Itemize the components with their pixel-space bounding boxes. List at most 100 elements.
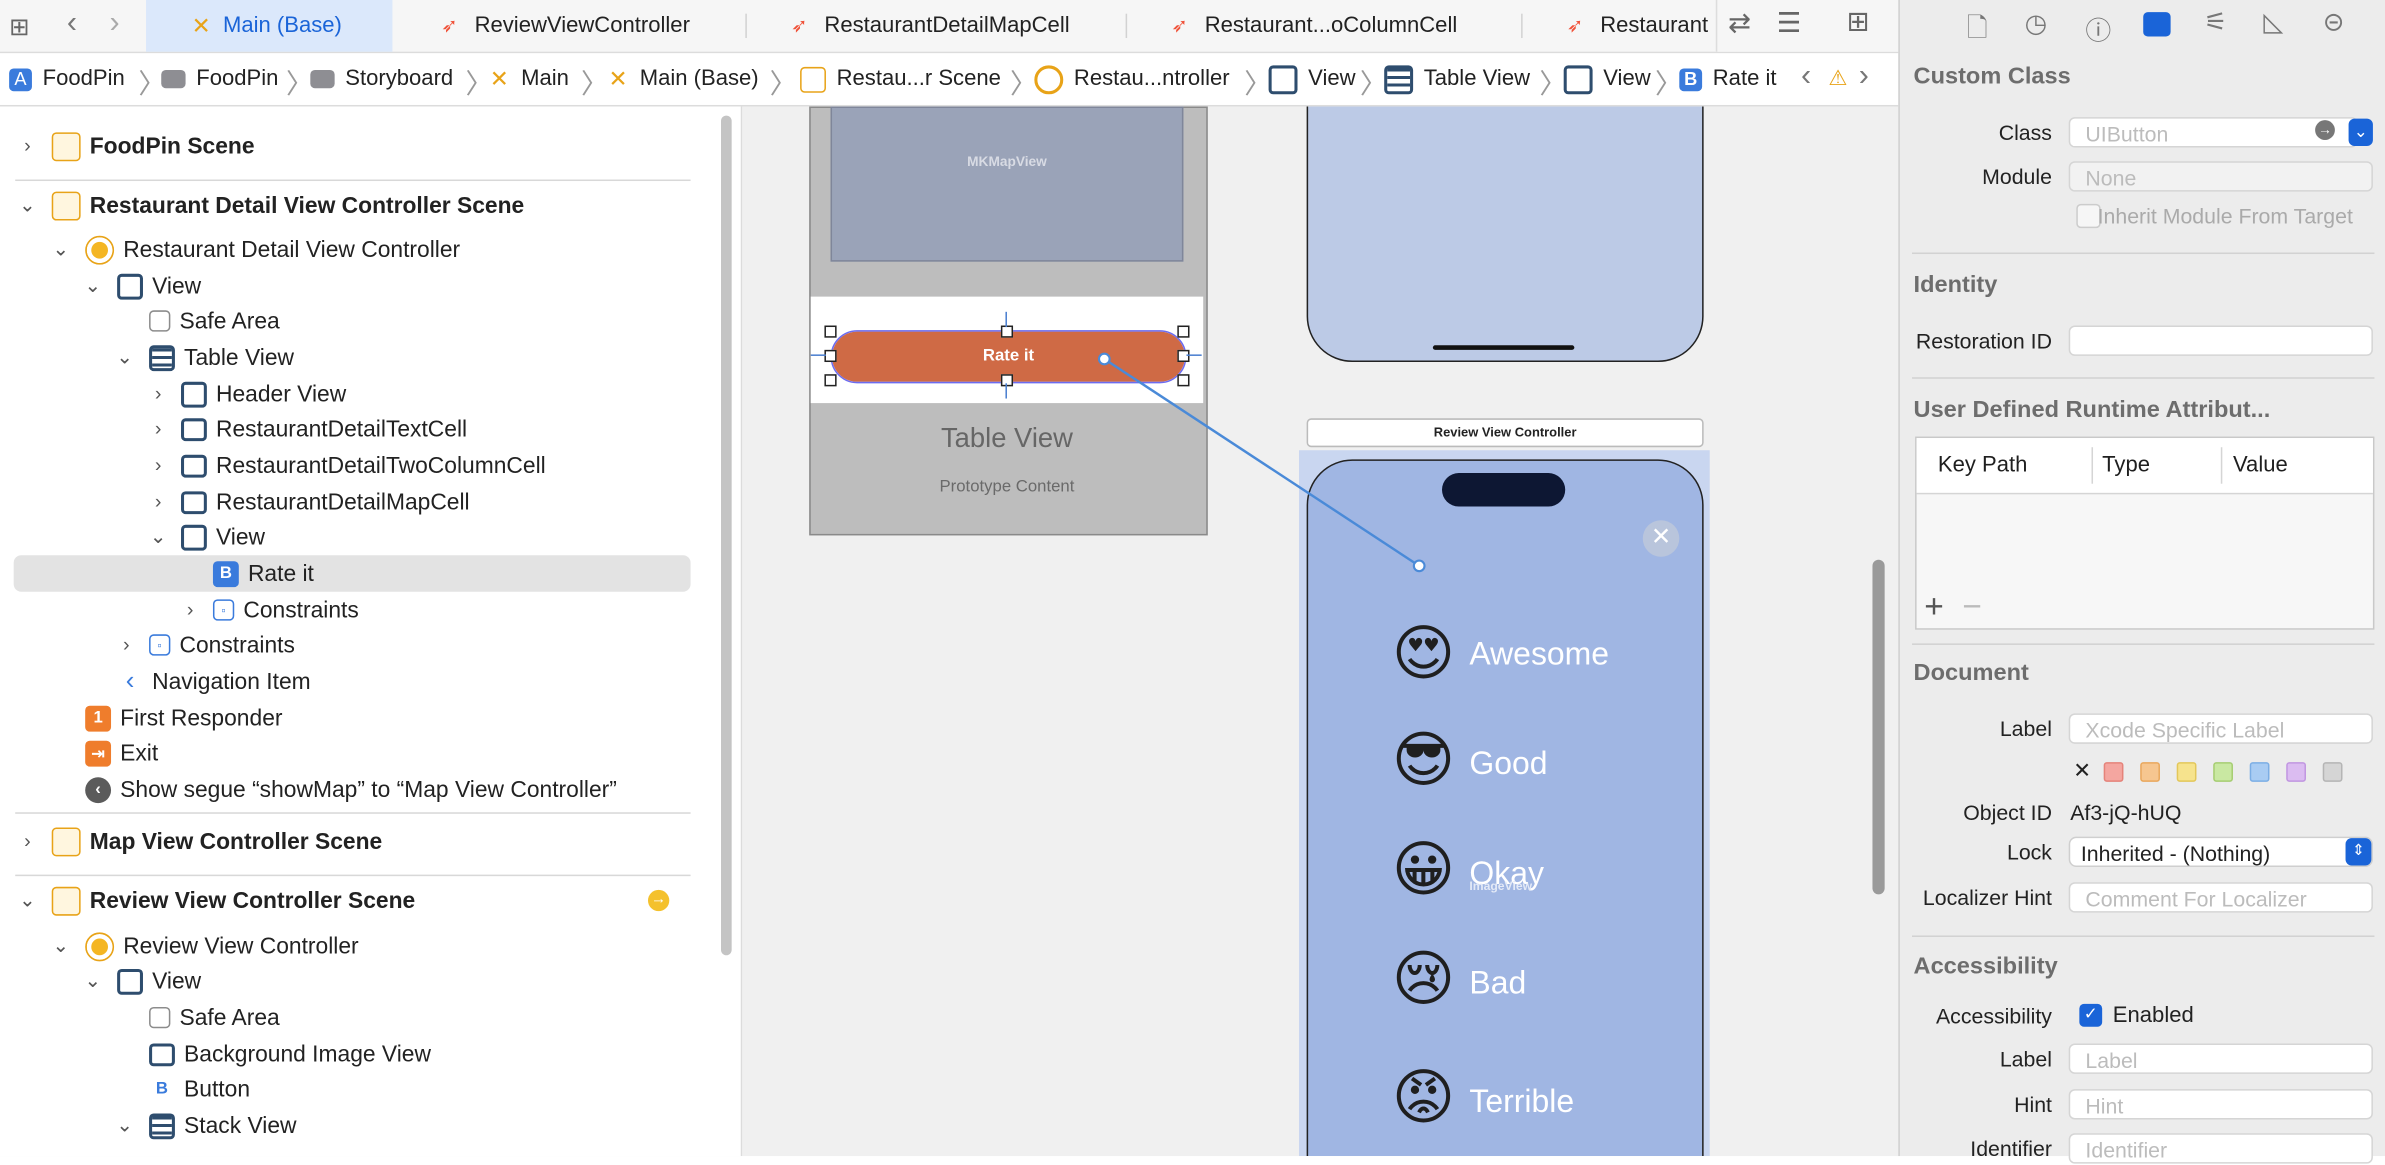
purple-swatch[interactable] xyxy=(2286,762,2306,782)
breadcrumb-item-main-base[interactable]: ✕Main (Base) xyxy=(608,66,759,93)
inherit-module-label: Inherit Module From Target xyxy=(2097,203,2353,229)
outline-constraints[interactable]: ▫Constraints xyxy=(212,592,359,629)
breadcrumb-item-storyboard-folder[interactable]: Storyboard xyxy=(310,53,453,105)
scene-exit-badge-icon[interactable]: → xyxy=(647,889,670,912)
yellow-swatch[interactable] xyxy=(2176,762,2197,782)
outline-view-2[interactable]: View xyxy=(181,519,265,556)
outline-foodpin-scene[interactable]: FoodPin Scene xyxy=(51,128,255,165)
outline-safe-area[interactable]: Safe Area xyxy=(149,303,280,340)
accessibility-enabled-checkbox[interactable]: ✓ xyxy=(2079,1003,2103,1027)
okay-emoji-icon[interactable]: 😀 xyxy=(1391,836,1456,904)
outline-two-column-cell[interactable]: RestaurantDetailTwoColumnCell xyxy=(181,447,546,484)
back-icon[interactable]: ‹ xyxy=(66,6,78,40)
gray-swatch[interactable] xyxy=(2322,762,2343,782)
outline-view[interactable]: View xyxy=(117,268,201,305)
outline-stack-view[interactable]: Stack View xyxy=(149,1107,297,1144)
size-inspector-icon[interactable]: ◺ xyxy=(2263,7,2284,37)
tab-review-view-controller[interactable]: ➶ReviewViewController xyxy=(441,13,690,39)
outline-segue[interactable]: ‹Show segue “showMap” to “Map View Contr… xyxy=(85,771,617,808)
tab-restaurant-two-column-cell[interactable]: ➶Restaurant...oColumnCell xyxy=(1171,13,1458,39)
chevron-down-icon[interactable]: ⌄ xyxy=(2348,118,2373,147)
outline-review-scene[interactable]: Review View Controller Scene xyxy=(51,882,415,919)
outline-scrollbar[interactable] xyxy=(721,115,732,956)
outline-background-image-view[interactable]: Background Image View xyxy=(149,1036,431,1073)
acc-label-field[interactable]: Label xyxy=(2068,1043,2373,1074)
hint-field[interactable]: Hint xyxy=(2068,1089,2373,1120)
storyboard-canvas[interactable]: MKMapView Rate it Table View Prototype C… xyxy=(742,106,1894,1157)
outline-exit[interactable]: ⇥Exit xyxy=(85,735,158,772)
add-attribute-icon[interactable]: + xyxy=(1924,587,1944,626)
outline-header-view[interactable]: Header View xyxy=(181,376,346,413)
identifier-field[interactable]: Identifier xyxy=(2068,1133,2373,1164)
outline-view-3[interactable]: View xyxy=(117,963,201,1000)
swift-icon: ➶ xyxy=(790,13,808,37)
warning-icon[interactable]: ⚠ xyxy=(1828,65,1848,90)
attributes-inspector-icon[interactable]: ⚟ xyxy=(2204,7,2228,37)
bad-emoji-icon[interactable]: 😢 xyxy=(1391,946,1456,1014)
outline-rdvc[interactable]: Restaurant Detail View Controller xyxy=(85,231,460,268)
history-inspector-icon[interactable]: ◷ xyxy=(2024,9,2048,39)
outline-constraints-2[interactable]: ▫Constraints xyxy=(149,627,295,664)
green-swatch[interactable] xyxy=(2213,762,2233,782)
next-issue-icon[interactable]: › xyxy=(1858,59,1869,93)
view-icon xyxy=(117,968,143,995)
outline-rdvc-scene[interactable]: Restaurant Detail View Controller Scene xyxy=(51,187,524,224)
document-label-field[interactable]: Xcode Specific Label xyxy=(2068,713,2373,744)
canvas-scrollbar[interactable] xyxy=(1872,559,1885,895)
inherit-module-checkbox[interactable] xyxy=(2076,203,2101,229)
module-field[interactable]: None xyxy=(2068,161,2373,192)
breadcrumb-item-table-view[interactable]: Table View xyxy=(1384,53,1530,105)
blue-swatch[interactable] xyxy=(2249,762,2270,782)
forward-icon[interactable]: › xyxy=(109,6,120,40)
col-key-path: Key Path xyxy=(1937,453,2028,478)
clear-label-color-icon[interactable]: ✕ xyxy=(2073,757,2092,782)
breadcrumb-item-view-2[interactable]: View xyxy=(1563,53,1651,105)
add-editor-icon[interactable]: ⊞ xyxy=(1846,6,1870,37)
outline-navigation-item[interactable]: ‹Navigation Item xyxy=(117,663,311,700)
red-swatch[interactable] xyxy=(2103,762,2124,782)
lock-select[interactable]: Inherited - (Nothing) xyxy=(2068,836,2373,868)
prev-issue-icon[interactable]: ‹ xyxy=(1800,59,1812,93)
outline-table-view[interactable]: Table View xyxy=(149,339,294,376)
close-icon[interactable]: ✕ xyxy=(1642,520,1680,557)
remove-attribute-icon[interactable]: − xyxy=(1962,587,1982,626)
updown-chevron-icon[interactable]: ⇕ xyxy=(2345,838,2372,866)
breadcrumb-item-controller[interactable]: Restau...ntroller xyxy=(1034,53,1230,105)
terrible-emoji-icon[interactable]: 😡 xyxy=(1391,1064,1456,1132)
localizer-hint-field[interactable]: Comment For Localizer xyxy=(2068,882,2373,913)
class-field[interactable]: UIButton xyxy=(2068,117,2358,148)
breadcrumb-item-scene[interactable]: Restau...r Scene xyxy=(800,53,1001,105)
outline-map-scene[interactable]: Map View Controller Scene xyxy=(51,823,382,860)
grid-icon[interactable]: ⊞ xyxy=(9,15,30,42)
tab-restaurant-detail-map-cell[interactable]: ➶RestaurantDetailMapCell xyxy=(790,13,1070,39)
outline-safe-area-2[interactable]: Safe Area xyxy=(149,999,280,1036)
editor-options-icon[interactable]: ☰ xyxy=(1776,7,1802,39)
outline-map-cell[interactable]: RestaurantDetailMapCell xyxy=(181,484,470,521)
file-inspector-icon[interactable]: 🗋 xyxy=(1966,13,1988,43)
runtime-attributes-table[interactable]: Key Path Type Value + − xyxy=(1915,436,2375,630)
identity-inspector-icon[interactable] xyxy=(2143,12,2171,37)
image-view-icon xyxy=(149,1042,175,1066)
restoration-id-field[interactable] xyxy=(2068,325,2373,356)
connections-inspector-icon[interactable]: ⊝ xyxy=(2322,7,2345,37)
awesome-emoji-icon[interactable]: 😍 xyxy=(1391,620,1456,688)
view-icon xyxy=(1563,64,1593,94)
help-inspector-icon[interactable]: ⓘ xyxy=(2085,16,2112,46)
orange-swatch[interactable] xyxy=(2140,762,2160,782)
arrow-circle-icon[interactable]: → xyxy=(2315,120,2335,140)
tab-main-base[interactable]: ✕Main (Base) xyxy=(146,0,393,52)
outline-review-vc[interactable]: Review View Controller xyxy=(85,928,359,965)
good-emoji-icon[interactable]: 😎 xyxy=(1391,727,1456,795)
outline-text-cell[interactable]: RestaurantDetailTextCell xyxy=(181,411,467,448)
tab-restaurant[interactable]: ➶Restaurant xyxy=(1566,13,1709,39)
review-scene-title[interactable]: Review View Controller xyxy=(1306,418,1704,448)
swap-icon[interactable]: ⇄ xyxy=(1727,7,1751,39)
breadcrumb-item-main[interactable]: ✕Main xyxy=(489,66,569,93)
breadcrumb-item-folder[interactable]: FoodPin xyxy=(161,53,278,105)
breadcrumb-item-view[interactable]: View xyxy=(1268,53,1356,105)
